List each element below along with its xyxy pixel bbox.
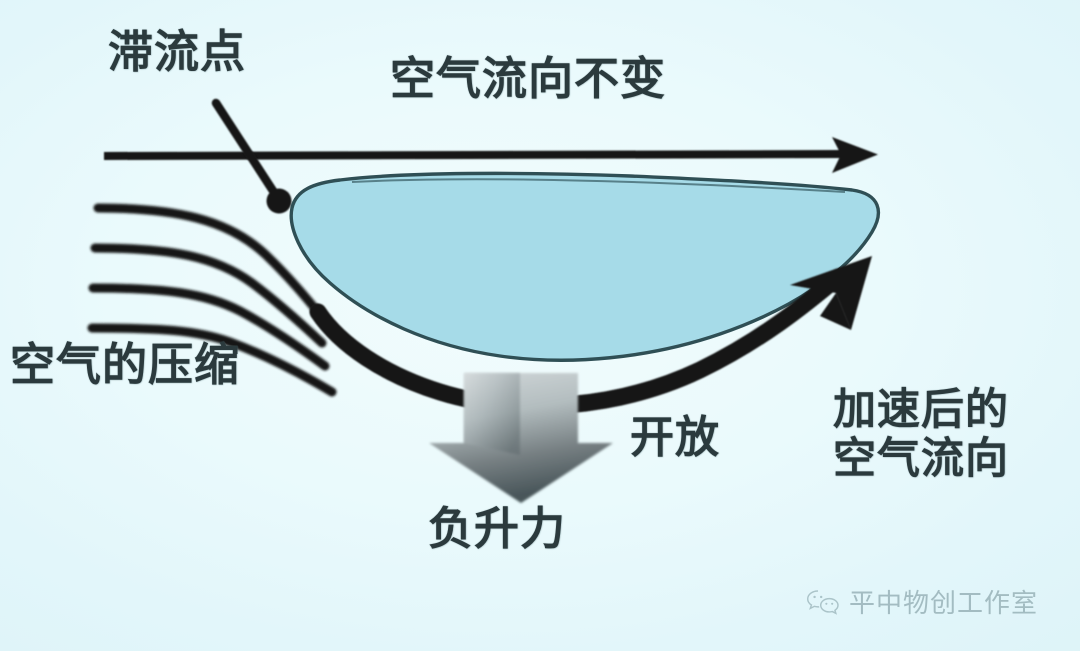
label-accelerated-airflow: 加速后的 空气流向	[833, 386, 1009, 483]
label-open: 开放	[630, 412, 720, 463]
airfoil-body	[289, 171, 881, 362]
top-flow-arrow	[103, 137, 878, 173]
label-airflow-unchanged: 空气流向不变	[390, 52, 667, 105]
incoming-streamlines	[87, 203, 337, 397]
watermark-text: 平中物创工作室	[849, 589, 1039, 619]
label-accelerated-airflow-line2: 空气流向	[833, 433, 1009, 484]
stagnation-leader-line	[211, 98, 292, 214]
label-negative-lift: 负升力	[428, 502, 567, 555]
watermark: 平中物创工作室	[806, 583, 1038, 620]
label-stagnation-point: 滞流点	[108, 25, 247, 78]
label-accelerated-airflow-line1: 加速后的	[833, 385, 1009, 435]
wechat-icon	[806, 589, 839, 615]
downward-force-arrow	[429, 373, 613, 503]
label-air-compression: 空气的压缩	[10, 338, 241, 391]
